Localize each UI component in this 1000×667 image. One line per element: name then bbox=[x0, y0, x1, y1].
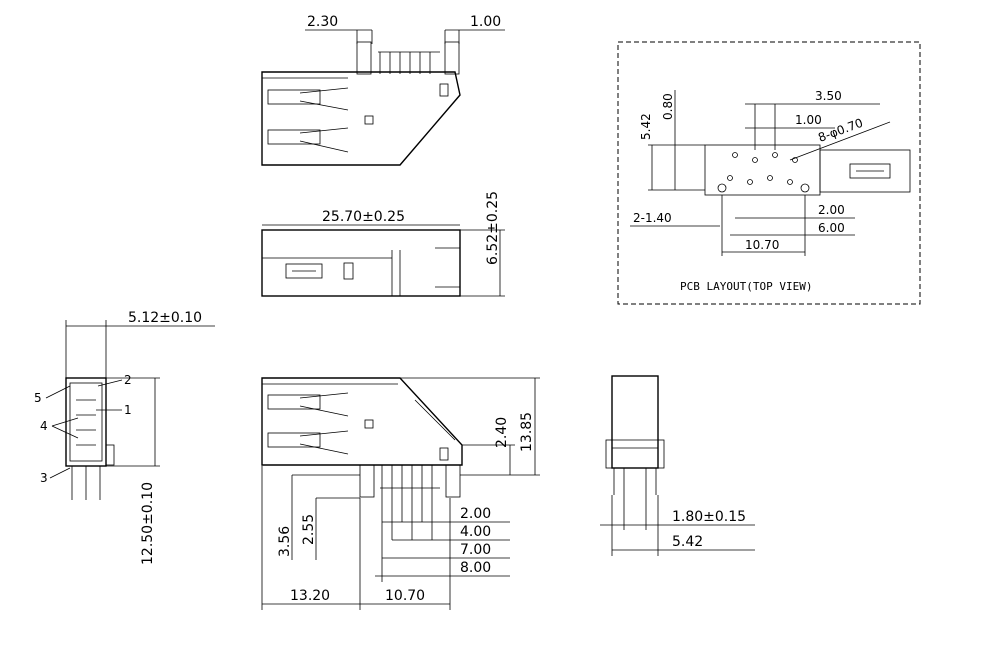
end-callout-2: 2 bbox=[124, 373, 132, 387]
right-dim-pin: 1.80±0.15 bbox=[672, 509, 746, 525]
right-view: 1.80±0.15 5.42 bbox=[600, 375, 755, 556]
side-dim-height: 6.52±0.25 bbox=[485, 191, 501, 265]
front-dim-2-40: 2.40 bbox=[494, 417, 510, 448]
side-dim-length: 25.70±0.25 bbox=[322, 209, 405, 225]
pcb-dim-10-70: 10.70 bbox=[745, 238, 779, 252]
front-dim-3-56: 3.56 bbox=[277, 526, 293, 557]
top-view: 2.30 1.00 bbox=[261, 14, 505, 166]
end-callout-3: 3 bbox=[40, 471, 48, 485]
pcb-dim-6-00: 6.00 bbox=[818, 221, 845, 235]
right-dim-span: 5.42 bbox=[672, 534, 703, 550]
front-dim-10-70: 10.70 bbox=[385, 588, 425, 604]
end-dim-height: 12.50±0.10 bbox=[140, 482, 156, 565]
front-dim-13-20: 13.20 bbox=[290, 588, 330, 604]
front-view-pins bbox=[359, 464, 461, 540]
front-view: 13.85 2.40 3.56 2.55 2.00 4.00 7.00 8.00… bbox=[261, 377, 540, 610]
top-dim-1-00: 1.00 bbox=[470, 14, 501, 30]
pcb-dim-0-80: 0.80 bbox=[661, 93, 675, 120]
end-callout-5: 5 bbox=[34, 391, 42, 405]
pcb-dim-2-00: 2.00 bbox=[818, 203, 845, 217]
end-view: 1 2 3 4 5 5.12±0.10 12.50±0.10 bbox=[34, 310, 215, 565]
pcb-caption: PCB LAYOUT(TOP VIEW) bbox=[680, 280, 812, 293]
front-dim-2-00: 2.00 bbox=[460, 506, 491, 522]
front-dim-13-85: 13.85 bbox=[519, 412, 535, 452]
pcb-pad: 2-1.40 bbox=[633, 211, 672, 225]
top-dim-2-30: 2.30 bbox=[307, 14, 338, 30]
front-dim-2-55: 2.55 bbox=[301, 514, 317, 545]
pcb-dim-3-50: 3.50 bbox=[815, 89, 842, 103]
pcb-dim-1-00: 1.00 bbox=[795, 113, 822, 127]
end-callout-1: 1 bbox=[124, 403, 132, 417]
pcb-layout: 3.50 1.00 8-φ0.70 0.80 5.42 2-1.40 2.00 … bbox=[617, 41, 921, 305]
pcb-dim-5-42: 5.42 bbox=[639, 113, 653, 140]
end-dim-width: 5.12±0.10 bbox=[128, 310, 202, 326]
front-dim-8-00: 8.00 bbox=[460, 560, 491, 576]
front-dim-7-00: 7.00 bbox=[460, 542, 491, 558]
top-view-pins bbox=[356, 41, 460, 75]
end-callout-4: 4 bbox=[40, 419, 48, 433]
side-view: 25.70±0.25 6.52±0.25 bbox=[261, 191, 505, 297]
front-dim-4-00: 4.00 bbox=[460, 524, 491, 540]
